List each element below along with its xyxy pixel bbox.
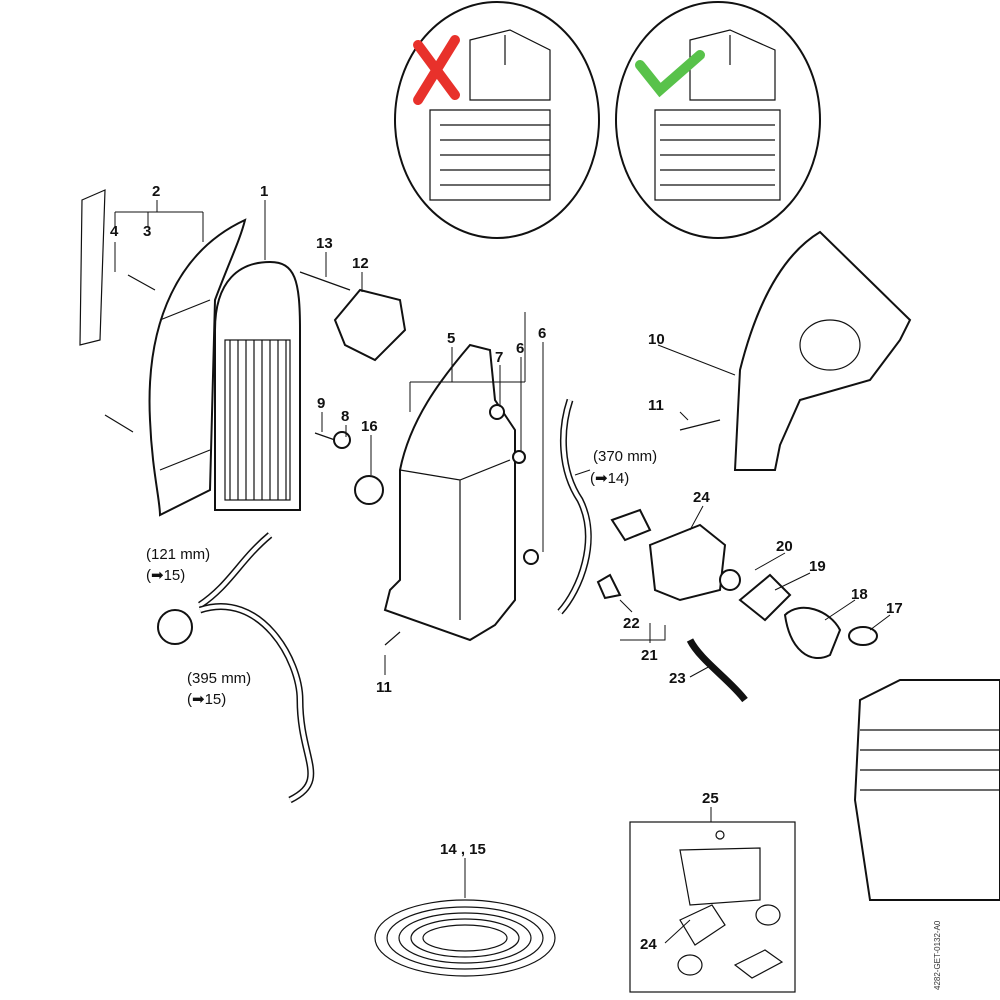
callout-24a: 24 (693, 489, 710, 506)
callout-20: 20 (776, 538, 793, 555)
callout-18: 18 (851, 586, 868, 603)
callout-6b: 6 (538, 325, 546, 342)
impulse-hose (686, 638, 748, 703)
callout-16: 16 (361, 418, 378, 435)
hose-121-reference: (➡15) (146, 567, 185, 584)
hose-coil (374, 899, 556, 977)
callout-6a: 6 (516, 340, 524, 357)
callout-25: 25 (702, 790, 719, 807)
hose-370-reference: (➡14) (590, 470, 629, 487)
callout-11a: 11 (648, 397, 664, 414)
filter-cover (148, 218, 247, 517)
callout-8: 8 (341, 408, 349, 425)
carburetor-box (383, 343, 516, 642)
hose-395-length: (395 mm) (187, 670, 251, 687)
hose-370-length: (370 mm) (593, 448, 657, 465)
callout-19: 19 (809, 558, 826, 575)
callout-12: 12 (352, 255, 369, 272)
drawing-code: 4282-GET-0132-A0 (933, 920, 942, 990)
gasket-24 (610, 508, 652, 542)
hose-121-length: (121 mm) (146, 546, 210, 563)
callout-23: 23 (669, 670, 686, 687)
callout-17: 17 (886, 600, 903, 617)
callout-1: 1 (260, 183, 268, 200)
red-x-icon (413, 35, 460, 105)
carburetor (648, 523, 727, 602)
gasket-kit-box (629, 821, 796, 993)
decal (79, 189, 106, 346)
callout-24b: 24 (640, 936, 657, 953)
callout-13: 13 (316, 235, 333, 252)
callout-2: 2 (152, 183, 160, 200)
bracket (333, 288, 407, 362)
callout-22: 22 (623, 615, 640, 632)
callout-11b: 11 (376, 679, 392, 696)
callout-5: 5 (447, 330, 455, 347)
inset-wrong-cylinder (394, 1, 600, 239)
callout-7: 7 (495, 349, 503, 366)
shroud (733, 230, 912, 471)
callout-10: 10 (648, 331, 665, 348)
hose-395-reference: (➡15) (187, 691, 226, 708)
air-filter (214, 260, 301, 511)
inset-correct-cylinder (615, 1, 821, 239)
callout-4: 4 (110, 223, 119, 240)
callout-21: 21 (641, 647, 658, 664)
callout-9: 9 (317, 395, 325, 412)
green-check-icon (635, 50, 705, 98)
callout-14-15: 14 , 15 (440, 841, 486, 858)
callout-3: 3 (143, 223, 151, 240)
